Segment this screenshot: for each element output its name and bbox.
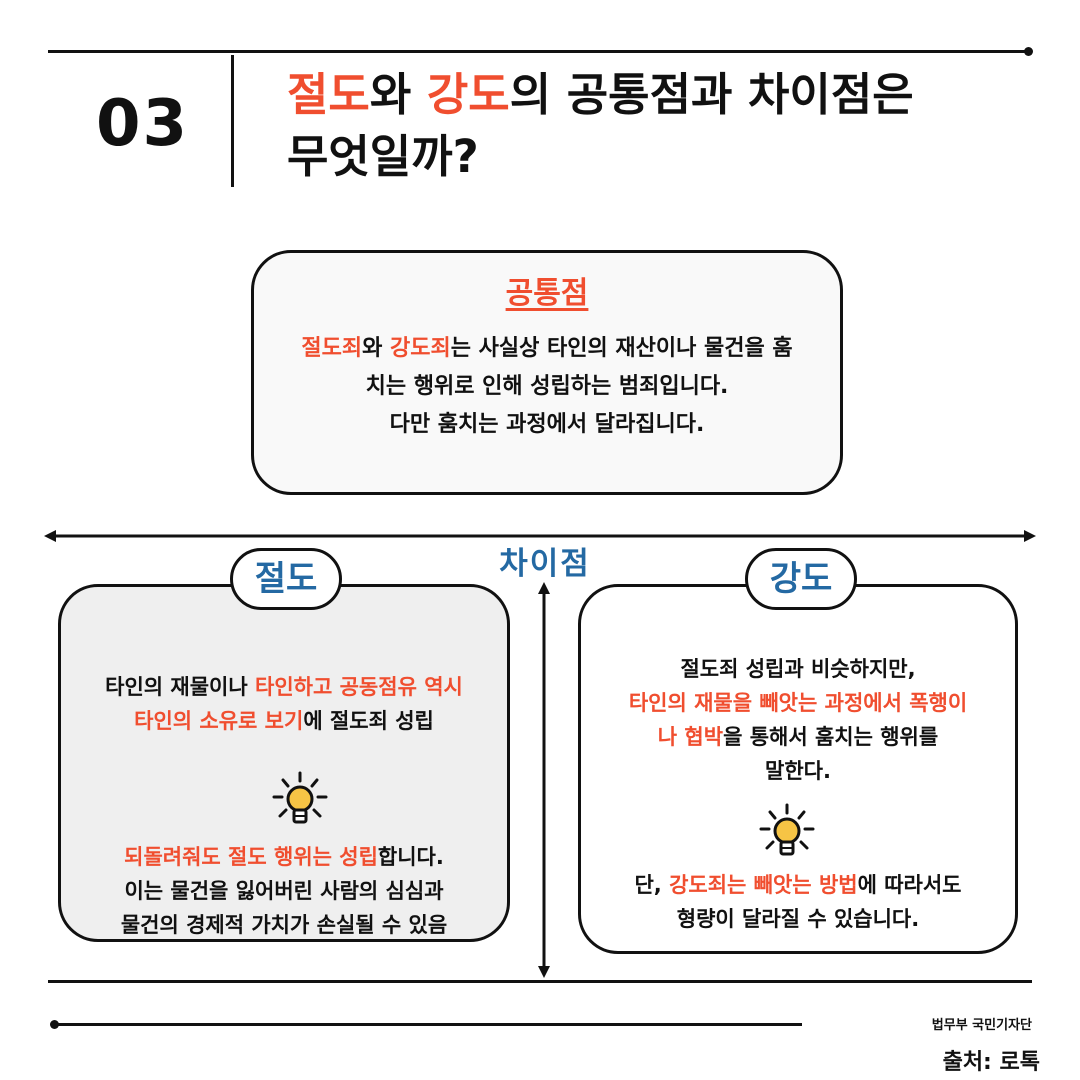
header-divider (231, 55, 234, 187)
footer-source: 출처: 로톡 (942, 1050, 1040, 1075)
theft-definition: 타인의 재물이나 타인하고 공동점유 역시 타인의 소유로 보기에 절도죄 성립 (58, 670, 510, 738)
theft-line-3: 되돌려줘도 절도 행위는 성립합니다. (58, 840, 510, 874)
title-robbery: 강도 (426, 68, 510, 121)
theft-line-4: 이는 물건을 잃어버린 사람의 심심과 (124, 879, 444, 903)
section-number: 03 (96, 87, 190, 161)
difference-arrow-vertical (538, 582, 550, 978)
common-text: 절도죄와 강도죄는 사실상 타인의 재산이나 물건을 훔 치는 행위로 인해 성… (251, 330, 843, 444)
title-and: 와 (369, 68, 427, 121)
robbery-line-3b: 을 통해서 훔치는 행위를 (723, 725, 939, 749)
difference-label: 차이점 (499, 546, 591, 582)
title-line-1: 절도와 강도의 공통점과 차이점은 (287, 64, 1047, 126)
robbery-line-5c: 에 따라서도 (857, 873, 962, 897)
robbery-note: 단, 강도죄는 빼앗는 방법에 따라서도 형량이 달라질 수 있습니다. (578, 868, 1018, 936)
footer-org: 법무부 국민기자단 (931, 1018, 1032, 1033)
robbery-line-5a: 단, (634, 873, 670, 897)
robbery-line-4: 말한다. (765, 759, 831, 783)
theft-line-1b: 타인하고 공동점유 역시 (255, 675, 463, 699)
common-line-1-rest: 는 사실상 타인의 재산이나 물건을 훔 (450, 336, 793, 361)
robbery-line-6: 형량이 달라질 수 있습니다. (676, 907, 920, 931)
common-line-1: 절도죄와 강도죄는 사실상 타인의 재산이나 물건을 훔 (251, 330, 843, 368)
bottom-rule (48, 980, 1032, 983)
theft-line-5: 물건의 경제적 가치가 손실될 수 있음 (120, 913, 448, 937)
robbery-definition: 절도죄 성립과 비슷하지만, 타인의 재물을 빼앗는 과정에서 폭행이 나 협박… (578, 652, 1018, 788)
common-robbery-term: 강도죄 (390, 336, 451, 361)
robbery-line-2: 타인의 재물을 빼앗는 과정에서 폭행이 (628, 691, 968, 715)
theft-line-1: 타인의 재물이나 타인하고 공동점유 역시 (58, 670, 510, 704)
theft-note: 되돌려줘도 절도 행위는 성립합니다. 이는 물건을 잃어버린 사람의 심심과 … (58, 840, 510, 942)
theft-line-1a: 타인의 재물이나 (105, 675, 256, 699)
theft-card (58, 584, 510, 942)
robbery-line-5b: 강도죄는 빼앗는 방법 (669, 873, 858, 897)
theft-line-2: 타인의 소유로 보기에 절도죄 성립 (58, 704, 510, 738)
title-rest: 의 공통점과 차이점은 (509, 68, 914, 121)
theft-line-3b: 합니다. (377, 845, 444, 869)
lightbulb-icon (759, 803, 815, 856)
theft-line-2a: 타인의 소유로 보기 (134, 709, 304, 733)
difference-arrow-horizontal (44, 530, 1036, 542)
common-theft-term: 절도죄 (301, 336, 363, 361)
theft-line-2b: 에 절도죄 성립 (303, 709, 434, 733)
common-line-2: 치는 행위로 인해 성립하는 범죄입니다. (365, 374, 729, 399)
common-line-3: 다만 훔치는 과정에서 달라집니다. (389, 412, 705, 437)
robbery-line-3a: 나 협박 (657, 725, 724, 749)
lightbulb-icon (272, 771, 328, 824)
robbery-line-3: 나 협박을 통해서 훔치는 행위를 (578, 720, 1018, 754)
robbery-line-1: 절도죄 성립과 비슷하지만, (680, 657, 916, 681)
common-and: 와 (362, 336, 390, 361)
robbery-label: 강도 (745, 548, 857, 610)
footer-rule-dot (50, 1020, 59, 1029)
title-theft: 절도 (287, 68, 370, 121)
common-card (251, 250, 843, 495)
robbery-line-5: 단, 강도죄는 빼앗는 방법에 따라서도 (578, 868, 1018, 902)
top-rule-dot (1024, 47, 1033, 56)
common-heading: 공통점 (505, 276, 589, 311)
top-rule (48, 50, 1028, 53)
title-line-2: 무엇일까? (287, 130, 479, 183)
theft-line-3a: 되돌려줘도 절도 행위는 성립 (124, 845, 378, 869)
page-title: 절도와 강도의 공통점과 차이점은 무엇일까? (287, 64, 1047, 188)
theft-label: 절도 (230, 548, 342, 610)
footer-rule (54, 1023, 802, 1026)
